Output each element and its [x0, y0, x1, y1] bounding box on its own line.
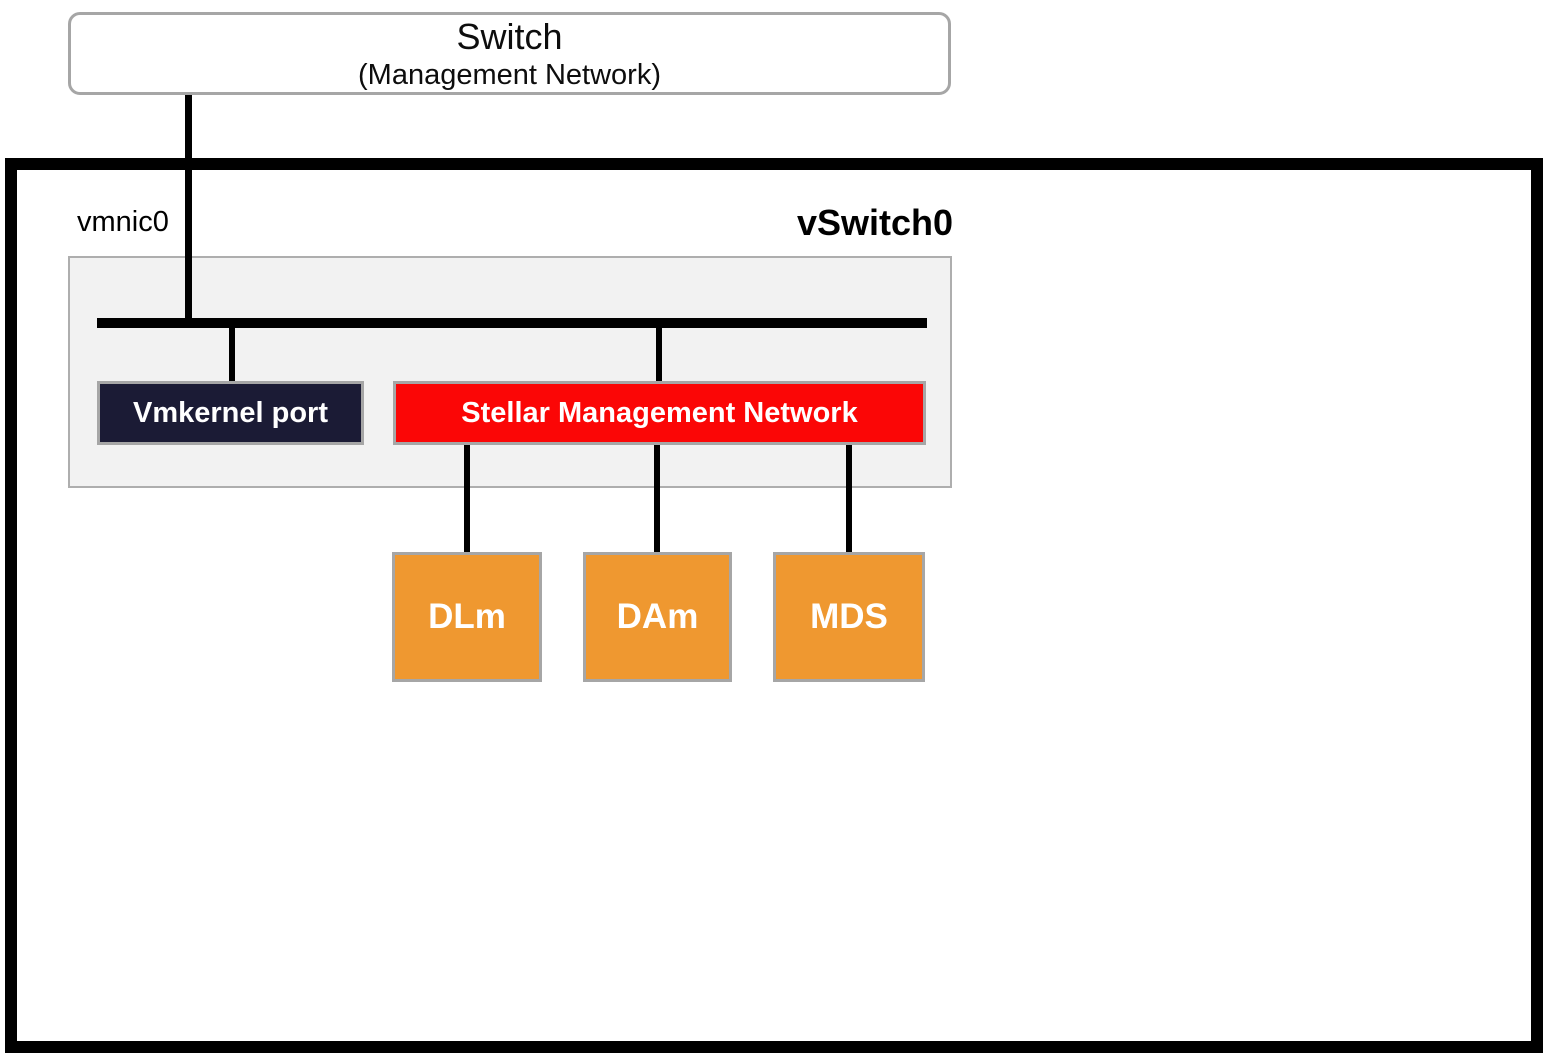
vswitch-container — [68, 256, 952, 488]
vm-node-dlm: DLm — [392, 552, 542, 682]
management-switch-node: Switch (Management Network) — [68, 12, 951, 95]
vswitch0-label: vSwitch0 — [796, 202, 953, 243]
switch-title: Switch — [456, 15, 563, 57]
vmkernel-port-node: Vmkernel port — [97, 381, 364, 445]
portgroup-to-mds-line — [846, 440, 852, 554]
vmnic0-label: vmnic0 — [77, 206, 169, 238]
bus-to-vmkernel-line — [229, 326, 235, 385]
vm-node-dam: DAm — [583, 552, 732, 682]
host-boundary — [5, 158, 1543, 1053]
portgroup-to-dam-line — [654, 440, 660, 554]
vm-label-dam: DAm — [616, 597, 699, 636]
vm-label-dlm: DLm — [428, 597, 506, 636]
port-group-label: Stellar Management Network — [461, 396, 858, 429]
switch-subtitle: (Management Network) — [358, 58, 661, 91]
port-group-node: Stellar Management Network — [393, 381, 926, 445]
switch-to-vmnic-line — [185, 95, 192, 323]
bus-to-portgroup-line — [656, 326, 662, 385]
vm-node-mds: MDS — [773, 552, 925, 682]
vmkernel-port-label: Vmkernel port — [133, 396, 328, 429]
vswitch-bus-line — [97, 318, 927, 328]
portgroup-to-dlm-line — [464, 440, 470, 554]
vm-label-mds: MDS — [810, 597, 888, 636]
